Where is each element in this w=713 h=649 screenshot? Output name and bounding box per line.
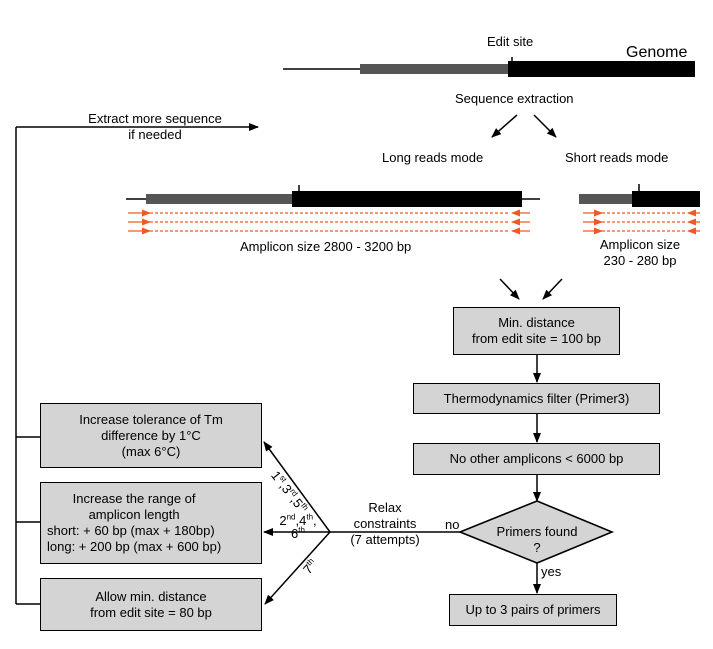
edit-site-label: Edit site bbox=[487, 34, 534, 49]
relax-arrow-upper bbox=[263, 441, 331, 533]
relax-constraints-label: Relax constraints (7 attempts) bbox=[350, 500, 420, 547]
decision-label: Primers found ? bbox=[496, 524, 578, 555]
short-amplicon-size-label: Amplicon size 230 - 280 bp bbox=[599, 237, 681, 268]
thermodynamics-filter-box: Thermodynamics filter (Primer3) bbox=[413, 383, 660, 414]
long-amplicon-size-label: Amplicon size 2800 - 3200 bp bbox=[240, 239, 412, 254]
genome-label: Genome bbox=[626, 44, 688, 61]
long-read-sequence bbox=[126, 185, 540, 207]
result-box: Up to 3 pairs of primers bbox=[449, 594, 617, 626]
attempts-middle-label: 2nd,4th, 6th bbox=[279, 512, 317, 541]
no-label: no bbox=[445, 517, 460, 532]
yes-label: yes bbox=[541, 564, 562, 579]
short-read-primers bbox=[583, 209, 700, 235]
sequence-extraction-label: Sequence extraction bbox=[455, 91, 574, 106]
short-read-sequence bbox=[579, 184, 700, 207]
extraction-arrow-short bbox=[533, 114, 557, 138]
short-reads-mode-label: Short reads mode bbox=[565, 150, 669, 165]
merge-arrow-right bbox=[542, 278, 563, 300]
feedback-loop bbox=[15, 123, 259, 605]
amplicon-range-box: Increase the range of amplicon length sh… bbox=[40, 482, 262, 564]
no-other-amplicons-box: No other amplicons < 6000 bp bbox=[413, 443, 660, 475]
relax-arrow-lower bbox=[264, 531, 331, 605]
long-read-primers bbox=[128, 209, 530, 235]
primers-found-diamond bbox=[457, 500, 615, 564]
genome-sequence-bar bbox=[283, 57, 695, 77]
merge-arrow-left bbox=[499, 278, 520, 300]
extract-more-label: Extract more sequence if needed bbox=[88, 111, 222, 142]
long-reads-mode-label: Long reads mode bbox=[382, 150, 484, 165]
extraction-arrow-long bbox=[491, 114, 518, 138]
